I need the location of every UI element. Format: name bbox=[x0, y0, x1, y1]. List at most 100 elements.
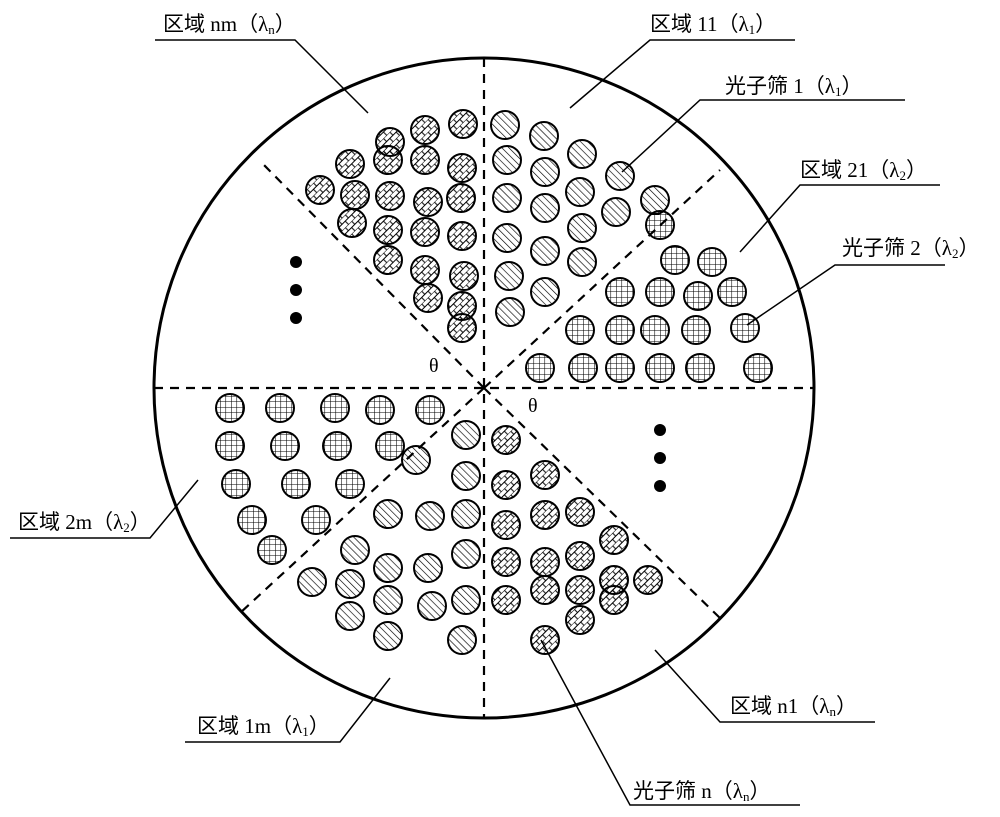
sieve-hole-region-1m bbox=[340, 535, 370, 565]
leader-region-21 bbox=[739, 184, 940, 253]
label-region-2m-sub: 2 bbox=[123, 520, 130, 535]
sieve-hole-region-nm bbox=[413, 187, 443, 217]
sieve-hole-region-n1 bbox=[530, 500, 560, 530]
sieve-hole-region-1m bbox=[451, 539, 481, 569]
label-region-21-close: ） bbox=[905, 158, 927, 182]
sieve-holes bbox=[215, 109, 773, 655]
divider-upper-left bbox=[261, 162, 485, 389]
sieve-hole-region-21 bbox=[683, 281, 713, 311]
ellipsis-dot bbox=[654, 480, 666, 492]
divider-upper-right bbox=[483, 169, 721, 389]
sieve-hole-region-2m bbox=[237, 505, 267, 535]
sieve-hole-region-21 bbox=[717, 277, 747, 307]
sieve-hole-region-nm bbox=[447, 221, 477, 251]
sieve-hole-region-nm bbox=[413, 283, 443, 313]
sieve-hole-region-n1 bbox=[491, 585, 521, 615]
sieve-hole-region-n1 bbox=[530, 625, 560, 655]
sieve-hole-region-nm bbox=[446, 183, 476, 213]
label-region-11: 区域 11（λ1） bbox=[650, 12, 777, 37]
sieve-hole-region-nm bbox=[375, 181, 405, 211]
label-sieve-n: 光子筛 n（λn） bbox=[633, 779, 770, 804]
sieve-hole-region-n1 bbox=[530, 460, 560, 490]
sieve-hole-region-n1 bbox=[530, 547, 560, 577]
sieve-hole-region-nm bbox=[373, 215, 403, 245]
label-sieve-n-text: 光子筛 n（λ bbox=[633, 779, 743, 803]
sieve-hole-region-nm bbox=[410, 145, 440, 175]
label-region-11-sub: 1 bbox=[748, 22, 756, 37]
leader-sieve-2 bbox=[746, 264, 945, 326]
theta-label-lower: θ bbox=[528, 395, 538, 417]
sieve-hole-region-11 bbox=[494, 261, 524, 291]
sieve-hole-region-21 bbox=[645, 210, 675, 240]
label-sieve-2: 光子筛 2（λ2） bbox=[842, 236, 979, 261]
sieve-hole-region-2m bbox=[215, 431, 245, 461]
label-sieve-2-sub: 2 bbox=[951, 246, 959, 261]
label-region-2m-text: 区域 2m（λ bbox=[18, 510, 124, 534]
ellipsis-dots-right bbox=[654, 424, 666, 492]
sieve-hole-region-2m bbox=[221, 469, 251, 499]
sieve-hole-region-11 bbox=[530, 277, 560, 307]
label-region-nm-sub: n bbox=[268, 22, 275, 37]
label-sieve-1-close: ） bbox=[841, 74, 863, 98]
sieve-hole-region-1m bbox=[413, 553, 443, 583]
sieve-hole-region-nm bbox=[410, 217, 440, 247]
sieve-hole-region-1m bbox=[451, 585, 481, 615]
sieve-hole-region-1m bbox=[451, 499, 481, 529]
sieve-hole-region-2m bbox=[320, 393, 350, 423]
ellipsis-dot bbox=[654, 424, 666, 436]
leader-region-2m bbox=[10, 479, 199, 539]
label-region-11-text: 区域 11（λ bbox=[650, 12, 749, 36]
sieve-hole-region-11 bbox=[492, 183, 522, 213]
sieve-hole-region-21 bbox=[660, 245, 690, 275]
label-region-1m-sub: 1 bbox=[302, 724, 309, 739]
sieve-hole-region-21 bbox=[605, 353, 635, 383]
ellipsis-dot bbox=[290, 312, 302, 324]
sieve-hole-region-21 bbox=[685, 353, 715, 383]
sieve-hole-region-21 bbox=[645, 353, 675, 383]
label-sieve-n-sub: n bbox=[742, 789, 750, 804]
sieve-hole-region-nm bbox=[447, 313, 477, 343]
sieve-hole-region-11 bbox=[490, 110, 520, 140]
label-sieve-1: 光子筛 1（λ1） bbox=[725, 74, 863, 99]
sieve-hole-region-11 bbox=[529, 121, 559, 151]
sieve-hole-region-nm bbox=[373, 145, 403, 175]
sieve-hole-region-nm bbox=[447, 153, 477, 183]
leader-region-n1 bbox=[654, 649, 875, 723]
sieve-hole-region-n1 bbox=[565, 575, 595, 605]
sieve-hole-region-nm bbox=[410, 115, 440, 145]
leader-lines bbox=[10, 39, 945, 806]
sieve-hole-region-21 bbox=[743, 353, 773, 383]
ellipsis-dots-left bbox=[290, 256, 302, 324]
sieve-hole-region-11 bbox=[565, 177, 595, 207]
sieve-hole-region-1m bbox=[401, 445, 431, 475]
sieve-hole-region-21 bbox=[605, 277, 635, 307]
sieve-hole-region-2m bbox=[335, 469, 365, 499]
sieve-hole-region-1m bbox=[451, 461, 481, 491]
label-region-n1-sub: n bbox=[829, 704, 836, 719]
sieve-hole-region-11 bbox=[492, 145, 522, 175]
sieve-hole-region-n1 bbox=[491, 547, 521, 577]
sieve-hole-region-21 bbox=[565, 315, 595, 345]
label-region-11-close: ） bbox=[755, 12, 777, 36]
sieve-hole-region-21 bbox=[697, 247, 727, 277]
label-sieve-2-text: 光子筛 2（λ bbox=[842, 236, 952, 260]
label-region-nm: 区域 nm（λn） bbox=[163, 14, 296, 37]
label-region-1m-text: 区域 1m（λ bbox=[197, 714, 303, 738]
label-region-21: 区域 21（λ2） bbox=[800, 158, 927, 183]
sieve-hole-region-11 bbox=[530, 236, 560, 266]
sieve-hole-region-21 bbox=[568, 353, 598, 383]
sieve-hole-region-2m bbox=[265, 393, 295, 423]
sieve-hole-region-n1 bbox=[565, 497, 595, 527]
label-sieve-1-sub: 1 bbox=[834, 84, 842, 99]
sieve-hole-region-11 bbox=[605, 161, 635, 191]
sieve-hole-region-1m bbox=[297, 567, 327, 597]
sieve-hole-region-21 bbox=[645, 277, 675, 307]
label-region-n1-close: ） bbox=[835, 694, 857, 718]
sieve-hole-region-2m bbox=[215, 393, 245, 423]
sieve-hole-region-2m bbox=[281, 469, 311, 499]
label-region-2m-close: ） bbox=[129, 510, 151, 534]
sieve-hole-region-21 bbox=[640, 315, 670, 345]
sieve-hole-region-n1 bbox=[491, 510, 521, 540]
sieve-hole-region-11 bbox=[492, 223, 522, 253]
